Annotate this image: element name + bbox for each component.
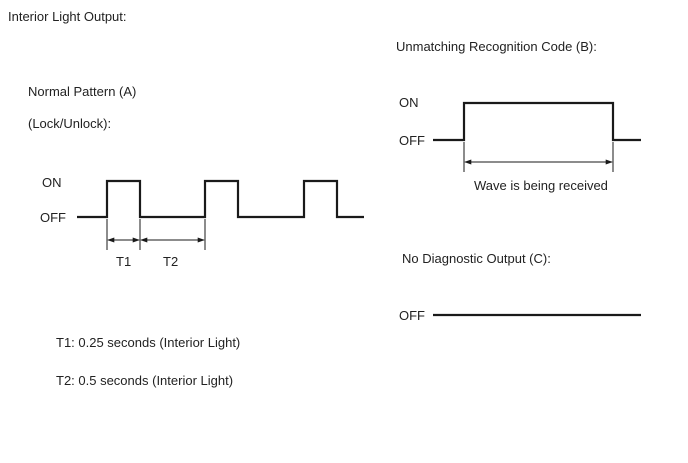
unmatching-off-label: OFF [399,133,425,148]
t2-label: T2 [163,254,179,269]
normal-pattern-heading: Normal Pattern (A) [28,84,137,99]
normal-on-label: ON [42,175,62,190]
t1-label: T1 [116,254,132,269]
diagram-title: Interior Light Output: [8,9,127,24]
unmatching-waveform [433,101,641,142]
no-output-off-label: OFF [399,308,425,323]
t2-note: T2: 0.5 seconds (Interior Light) [56,373,234,388]
normal-pattern-subheading: (Lock/Unlock): [28,116,112,131]
t1-note: T1: 0.25 seconds (Interior Light) [56,335,241,350]
unmatching-heading: Unmatching Recognition Code (B): [396,39,597,54]
wave-received-label: Wave is being received [474,178,608,193]
unmatching-on-label: ON [399,95,419,110]
normal-pattern-waveform [77,179,364,219]
normal-off-label: OFF [40,210,66,225]
no-output-heading: No Diagnostic Output (C): [402,251,551,266]
